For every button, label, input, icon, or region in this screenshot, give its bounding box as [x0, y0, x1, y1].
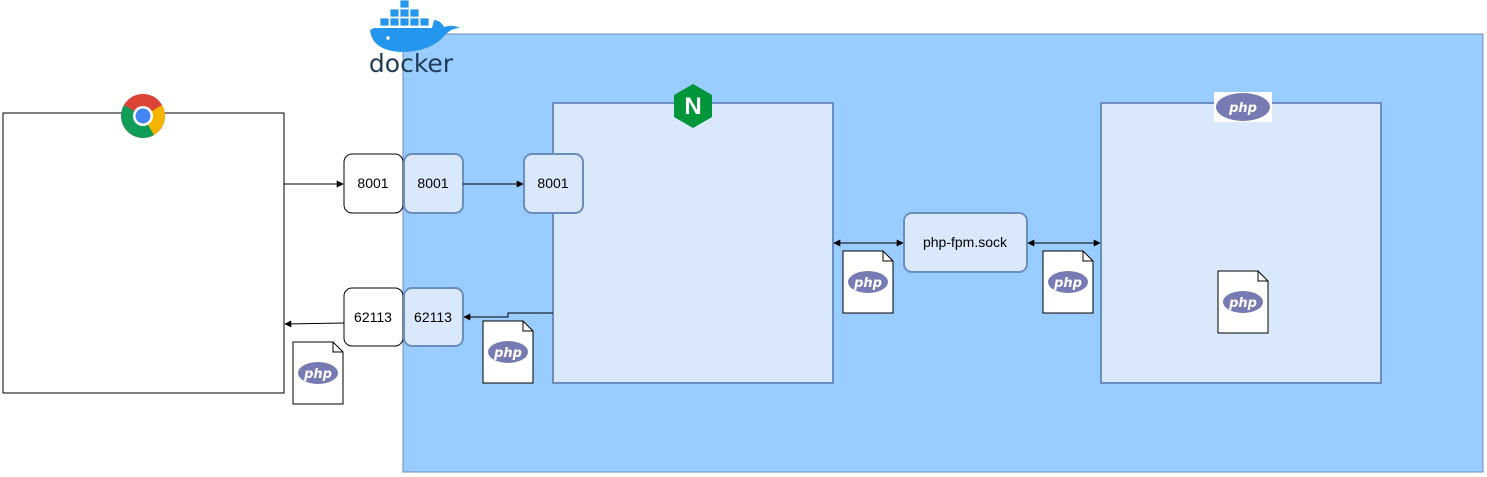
host-port-to-browser-arrow	[284, 320, 345, 328]
host-port-62113-label: 62113	[354, 309, 392, 325]
container-port-62113-label: 62113	[414, 309, 452, 325]
nginx-icon-letter: N	[684, 93, 701, 120]
php-file-icon-text: php	[1053, 276, 1082, 291]
php-fpm-sock-box	[903, 212, 1028, 273]
nginx-container	[552, 102, 834, 384]
php-file-icon	[842, 250, 894, 314]
container-port-8001-label: 8001	[417, 175, 448, 191]
container-port-62113	[403, 287, 464, 347]
php-file-icon-text: php	[303, 367, 332, 382]
browser-window	[2, 112, 285, 394]
php-file-icon	[292, 341, 344, 405]
php-file-icon-text: php	[1228, 296, 1257, 311]
php-fpm-sock-label: php-fpm.sock	[923, 234, 1008, 250]
php-container	[1100, 102, 1382, 384]
php-logo-text: php	[1228, 101, 1257, 116]
nginx-to-container-port-arrow	[463, 312, 553, 321]
php-file-icon-text: php	[853, 276, 882, 291]
php-file-icon	[1042, 250, 1094, 314]
php-logo: php	[1214, 92, 1272, 122]
docker-icon	[370, 0, 460, 52]
nginx-icon	[674, 84, 712, 128]
nginx-port-8001-label: 8001	[537, 175, 568, 191]
nginx-port-8001	[523, 153, 584, 214]
php-file-icon	[1217, 270, 1269, 334]
php-file-icon	[482, 320, 534, 384]
chrome-icon	[121, 94, 165, 138]
php-file-icon-text: php	[493, 346, 522, 361]
docker-logo-text: docker	[369, 49, 454, 78]
host-port-8001-label: 8001	[357, 175, 388, 191]
